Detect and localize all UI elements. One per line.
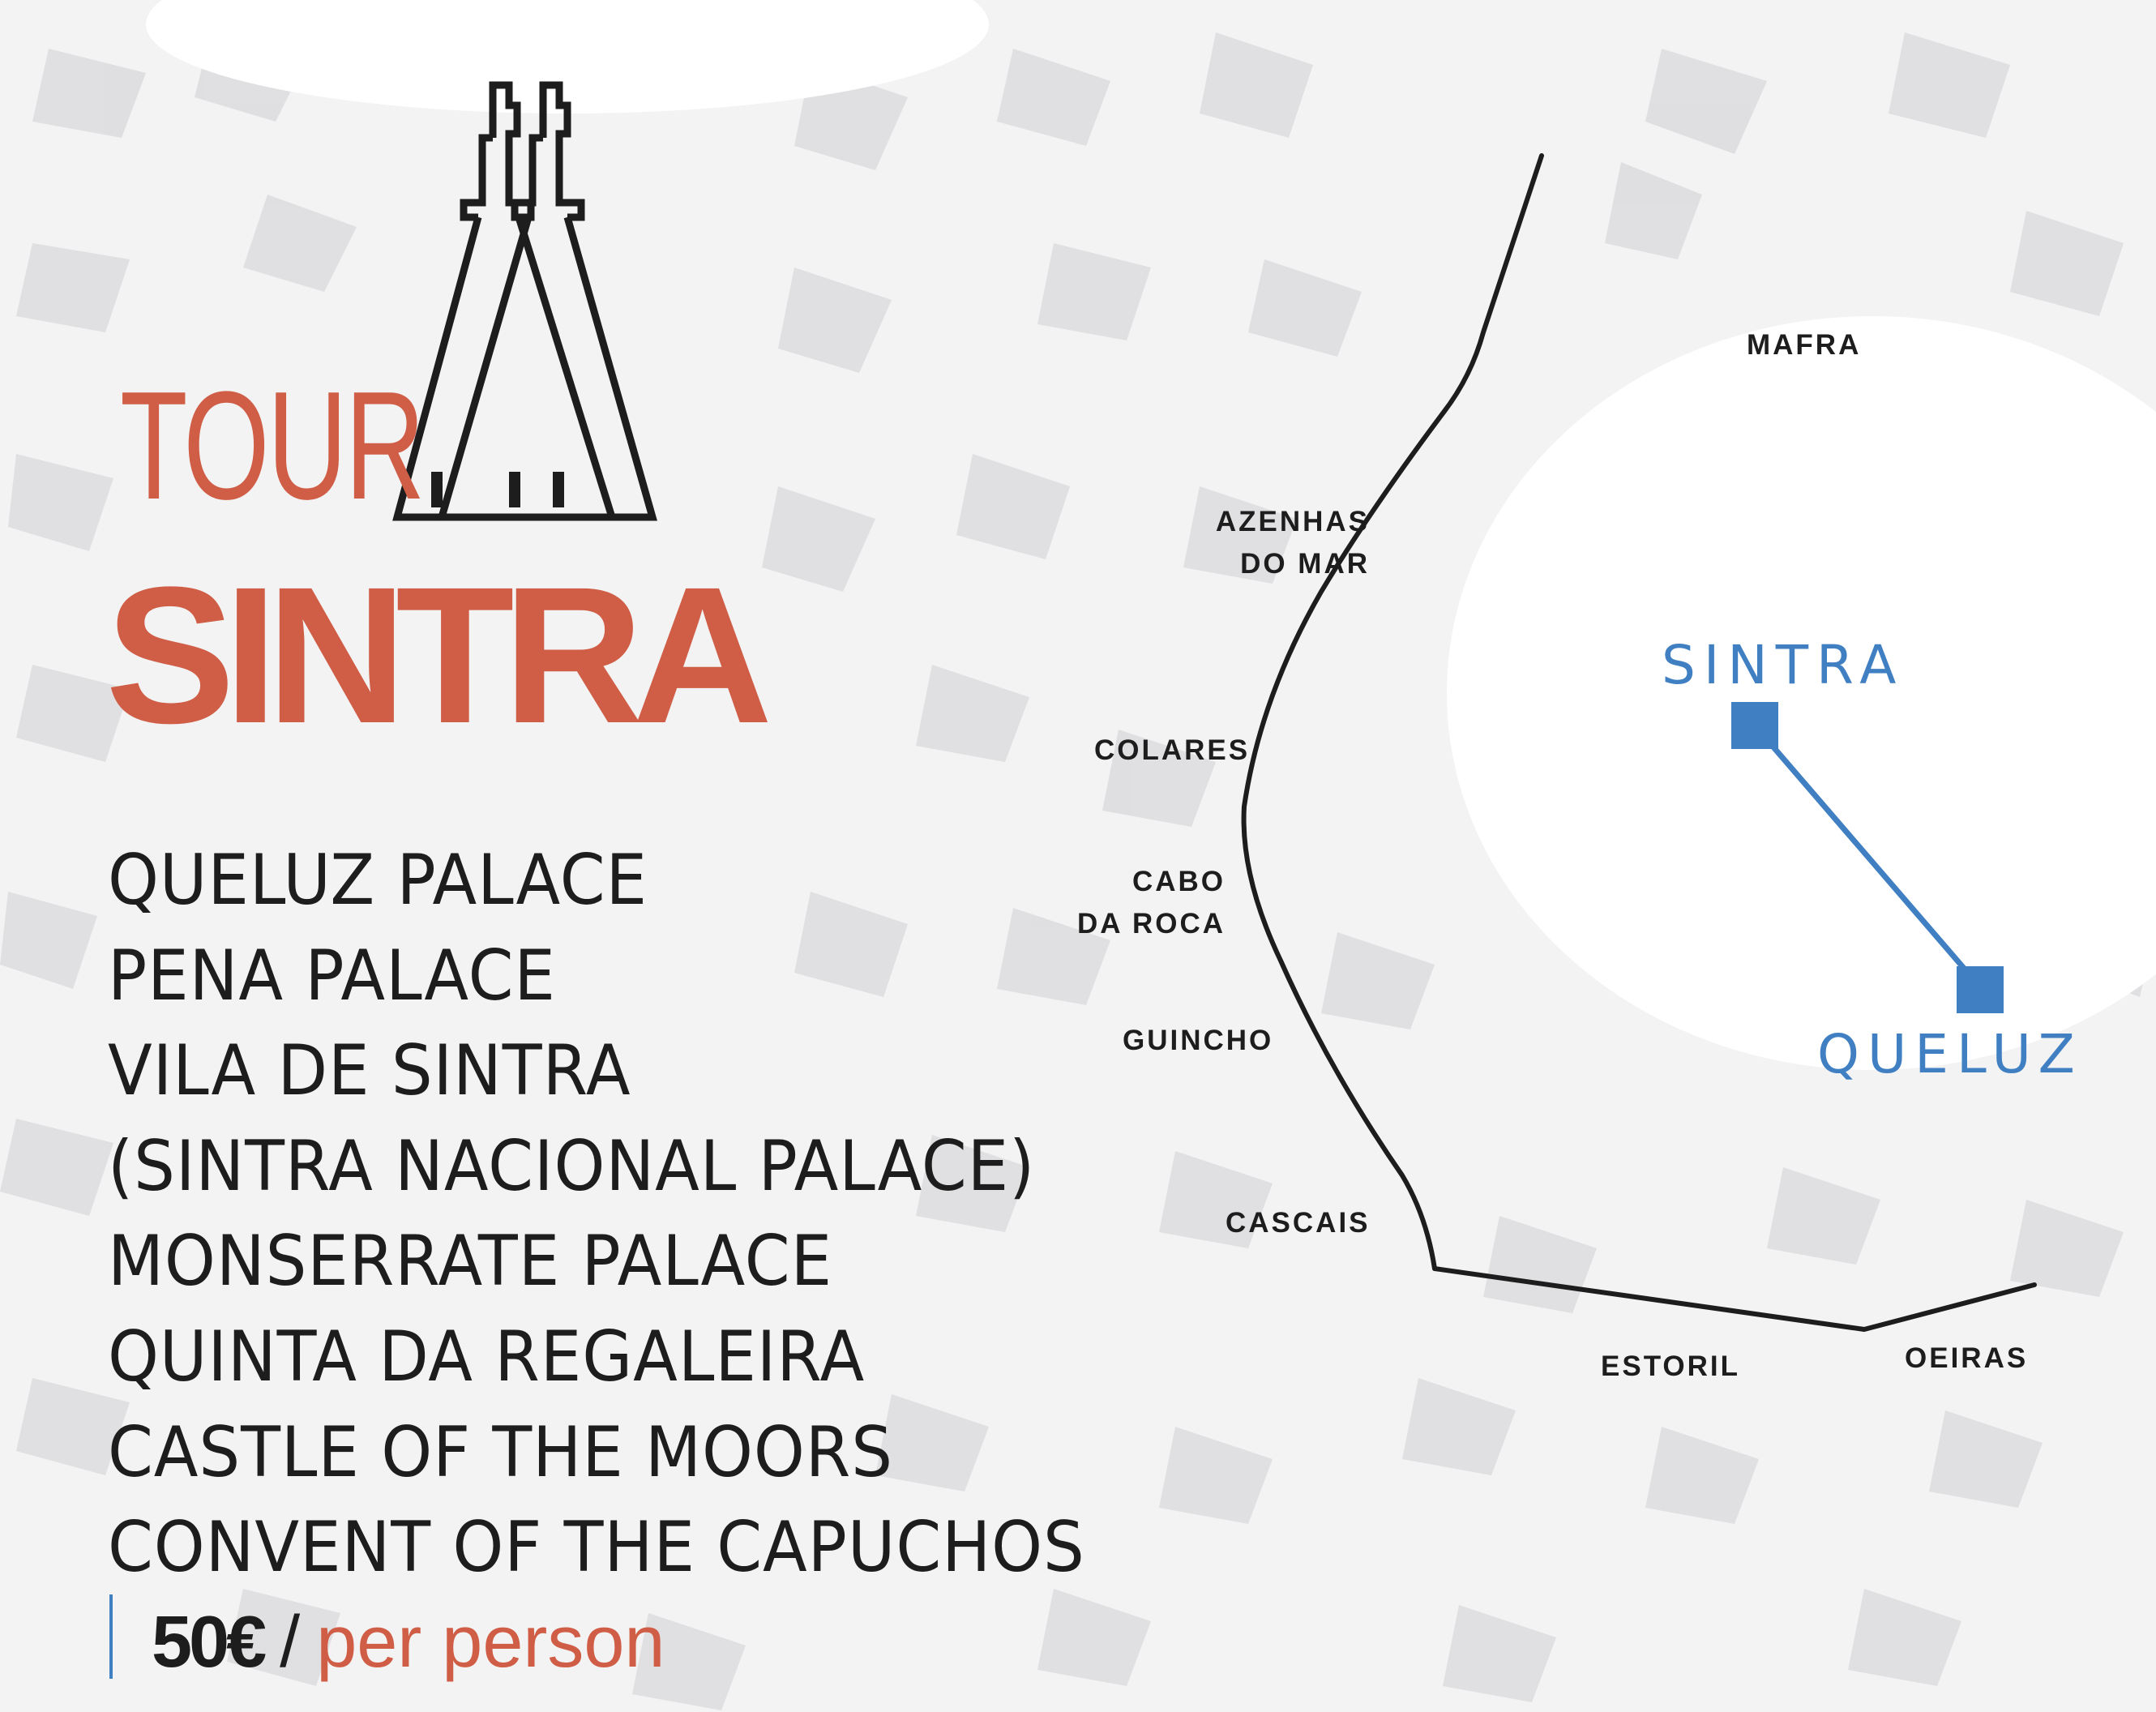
station-sintra-label: SINTRA [1662,634,1905,696]
map-label-guincho: GUINCHO [1123,1025,1274,1056]
list-item: (SINTRA NACIONAL PALACE) [108,1125,1036,1207]
station-queluz-label: QUELUZ [1817,1023,2083,1085]
map-label-azenhas-line2: DO MAR [1240,548,1370,580]
list-item: CASTLE OF THE MOORS [108,1411,893,1493]
map-label-cascais: CASCAIS [1226,1207,1371,1239]
map-label-colares: COLARES [1094,734,1251,766]
title-sintra: SINTRA [105,546,772,764]
map-label-cabo-line1: CABO [1131,866,1226,897]
map-label-estoril: ESTORIL [1601,1350,1741,1382]
list-item: QUELUZ PALACE [108,840,648,921]
list-item: QUINTA DA REGALEIRA [108,1316,866,1397]
map-label-cabo-line2: DA ROCA [1076,908,1226,939]
price-unit: per person [316,1602,665,1683]
sintra-palace-chimneys-icon [392,81,657,521]
station-queluz-marker [1957,966,2004,1013]
coastline [1241,153,2037,1332]
price-line: 50€ / per person [109,1594,665,1679]
list-item: VILA DE SINTRA [108,1030,631,1112]
attractions-list: QUELUZ PALACE PENA PALACE VILA DE SINTRA… [108,833,1159,1596]
price-divider [109,1594,113,1679]
map-label-azenhas-do-mar: AZENHAS DO MAR [1175,501,1370,585]
route-line [1752,723,1984,991]
title-tour: TOUR [120,360,425,532]
price-amount: 50€ [152,1602,267,1683]
price-separator: / [280,1602,301,1683]
list-item: PENA PALACE [108,935,556,1016]
station-sintra-marker [1731,702,1778,749]
map-label-oeiras: OEIRAS [1905,1342,2029,1374]
map-label-mafra: MAFRA [1747,329,1862,361]
list-item: CONVENT OF THE CAPUCHOS [108,1507,1085,1589]
map-label-cabo-da-roca: CABO DA ROCA [1054,861,1226,945]
map-label-azenhas-line1: AZENHAS [1215,506,1370,537]
list-item: MONSERRATE PALACE [108,1221,833,1303]
